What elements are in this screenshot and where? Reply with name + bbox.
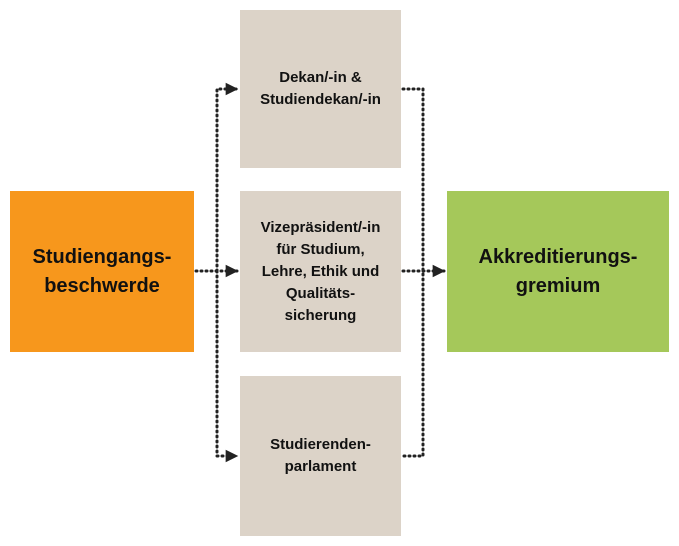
source-label: Studiengangs- beschwerde: [32, 245, 172, 297]
target-box: Akkreditierungs- gremium: [447, 191, 669, 352]
intermediary-box-dekan: Dekan/-in & Studiendekan/-in: [240, 10, 401, 168]
connector-source-to-dekan: [215, 82, 239, 273]
intermediary-box-studierendenparlament: Studierenden- parlament: [240, 376, 401, 536]
target-label: Akkreditierungs- gremium: [478, 245, 638, 297]
intermediary-label-studierendenparlament: Studierenden- parlament: [270, 436, 371, 475]
connector-source-to-parlament: [215, 269, 239, 463]
source-box: Studiengangs- beschwerde: [10, 191, 194, 352]
intermediary-label-vizepraesident: Vizepräsident/-in für Studium, Lehre, Et…: [260, 218, 381, 324]
intermediary-label-dekan: Dekan/-in & Studiendekan/-in: [260, 69, 381, 108]
intermediary-box-vizepraesident: Vizepräsident/-in für Studium, Lehre, Et…: [240, 191, 401, 352]
